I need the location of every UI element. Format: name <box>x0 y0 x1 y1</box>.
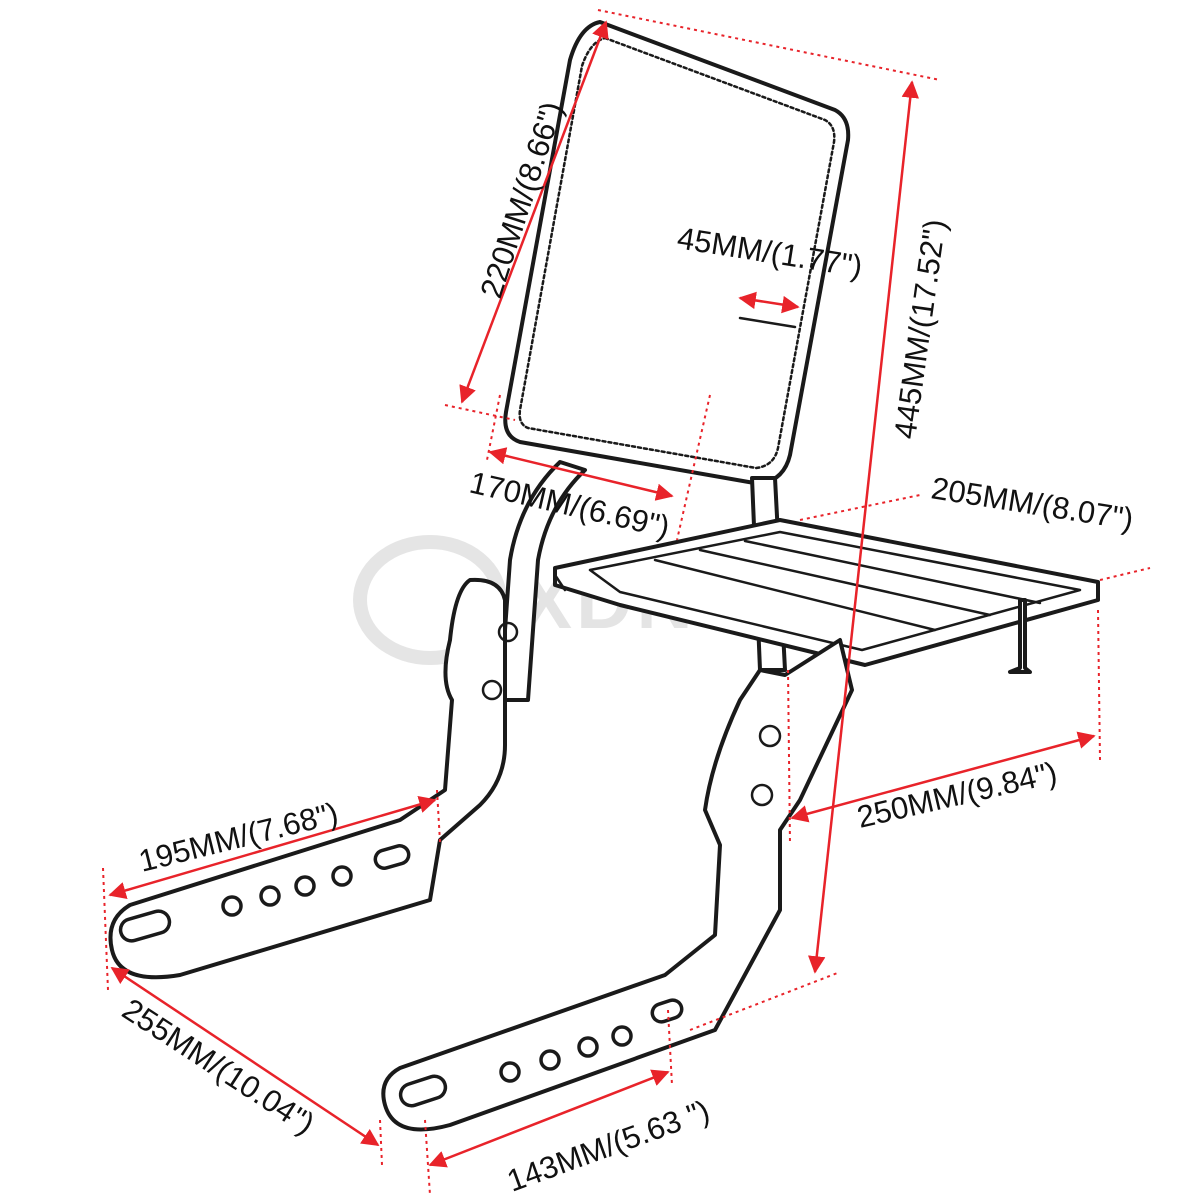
left-plate-bolt <box>497 621 519 643</box>
left-plate-hole <box>331 865 353 887</box>
label-overall-height: 445MM/(17.52") <box>887 217 952 441</box>
label-side-plate-length: 255MM/(10.04") <box>116 992 321 1142</box>
left-plate-slot <box>118 909 172 943</box>
label-slot-spacing: 143MM/(5.63 ") <box>502 1093 714 1199</box>
right-plate-hole <box>577 1036 599 1058</box>
right-plate-slot <box>650 998 684 1024</box>
left-plate-hole <box>294 875 316 897</box>
left-plate-bolt <box>481 679 503 701</box>
right-plate-hole <box>499 1061 521 1083</box>
right-plate-hole <box>539 1049 561 1071</box>
left-plate-hole <box>221 895 243 917</box>
left-plate-hole <box>259 885 281 907</box>
left-side-plate <box>108 577 519 980</box>
label-rack-width: 205MM/(8.07") <box>929 470 1136 536</box>
label-rack-depth: 250MM/(9.84") <box>854 755 1061 835</box>
right-plate-bolt <box>750 783 774 807</box>
right-plate-bolt <box>758 724 782 748</box>
dimension-side-plate-length: 255MM/(10.04") <box>110 966 383 1166</box>
right-plate-hole <box>611 1025 633 1047</box>
